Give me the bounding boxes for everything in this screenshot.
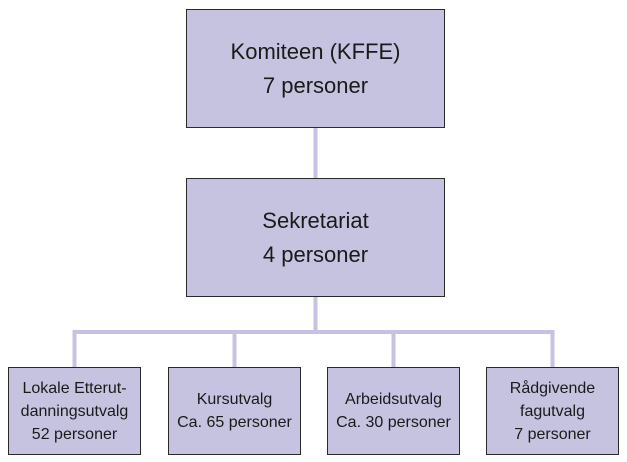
node-arbeidsutvalg: Arbeidsutvalg Ca. 30 personer bbox=[327, 367, 460, 455]
node-radgivende-fagutvalg: Rådgivende fagutvalg 7 personer bbox=[486, 367, 619, 455]
node-lokale-title-line2: danningsutvalg bbox=[20, 402, 129, 420]
node-sekretariat-title: Sekretariat bbox=[262, 207, 369, 233]
node-radgivende-title-line2: fagutvalg bbox=[520, 402, 585, 420]
node-lokale-count: 52 personer bbox=[31, 425, 118, 443]
node-kursutvalg: Kursutvalg Ca. 65 personer bbox=[168, 367, 301, 455]
node-komiteen-title: Komiteen (KFFE) bbox=[230, 38, 401, 64]
node-komiteen-count: 7 personer bbox=[262, 72, 369, 98]
node-radgivende-count: 7 personer bbox=[514, 425, 591, 443]
node-komiteen: Komiteen (KFFE) 7 personer bbox=[186, 9, 445, 128]
node-radgivende-title-line1: Rådgivende bbox=[509, 379, 596, 397]
node-kursutvalg-title: Kursutvalg bbox=[196, 391, 273, 408]
node-lokale-etterutdanningsutvalg: Lokale Etterut- danningsutvalg 52 person… bbox=[8, 367, 141, 455]
node-sekretariat: Sekretariat 4 personer bbox=[186, 178, 445, 297]
node-kursutvalg-count: Ca. 65 personer bbox=[177, 414, 292, 431]
node-sekretariat-count: 4 personer bbox=[262, 241, 369, 267]
node-arbeidsutvalg-count: Ca. 30 personer bbox=[336, 414, 451, 431]
node-lokale-title-line1: Lokale Etterut- bbox=[22, 379, 127, 397]
node-arbeidsutvalg-title: Arbeidsutvalg bbox=[345, 391, 442, 408]
